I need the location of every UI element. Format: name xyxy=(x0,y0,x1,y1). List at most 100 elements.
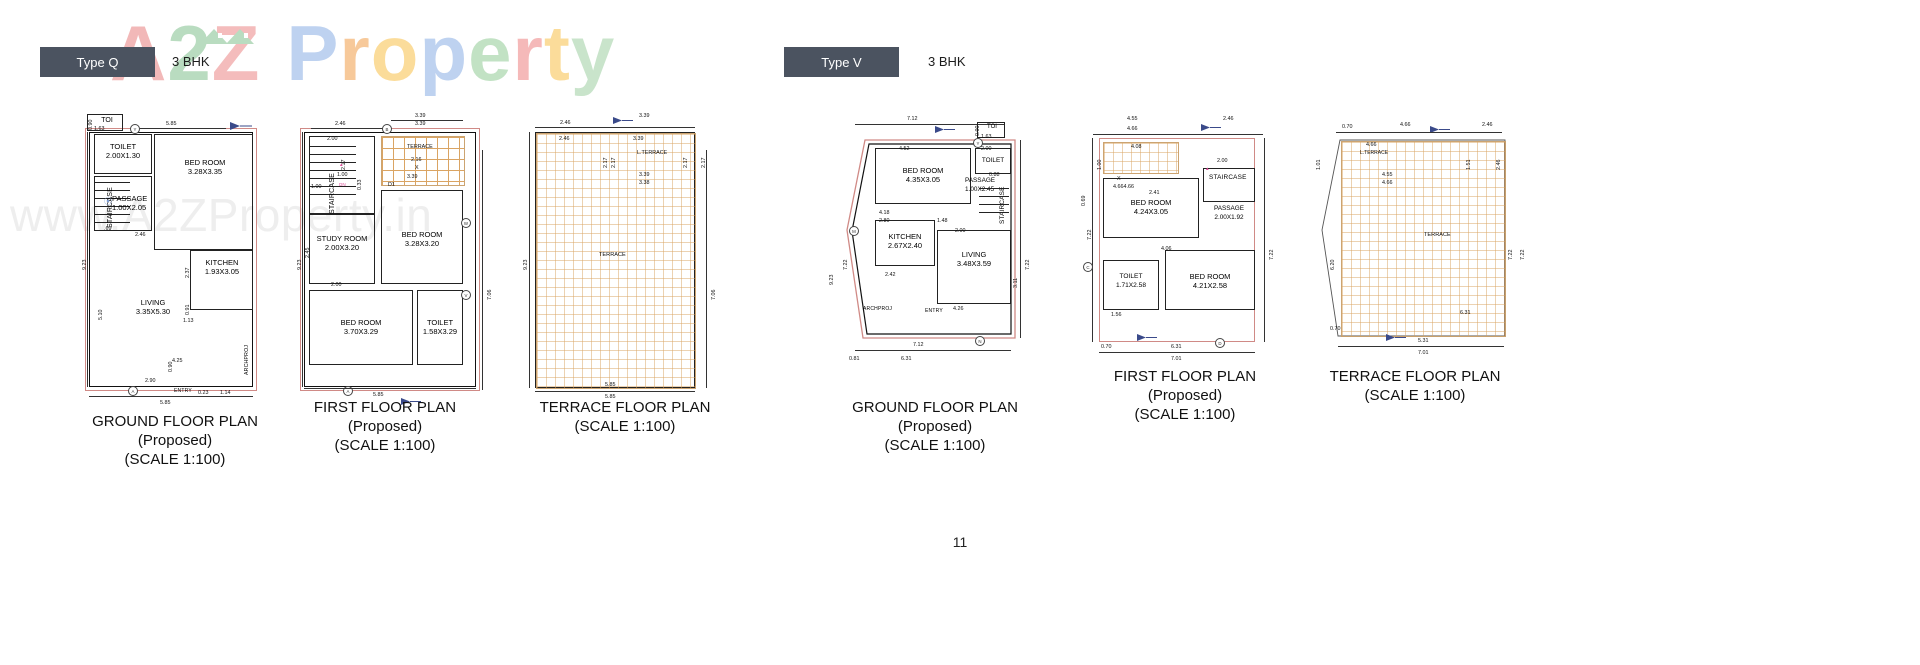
north-arrow-icon xyxy=(1137,334,1157,341)
site-boundary xyxy=(1099,138,1255,342)
brand-letter-r2: r xyxy=(512,9,544,97)
dim-d1: D1 xyxy=(388,182,395,188)
caption-q-first-sub: (Proposed) xyxy=(347,418,423,435)
dim-4-66: 4.66 xyxy=(1400,122,1411,128)
room-toi-label: TOI xyxy=(987,124,997,130)
dim-1-00: 1.00 xyxy=(1097,159,1103,171)
caption-v-first-title: FIRST FLOOR PLAN xyxy=(1113,368,1257,385)
dim-3-39-m: 3.39 xyxy=(639,172,650,178)
dim-2-42: 2.42 xyxy=(885,272,896,278)
dim-7-22-b: 7.22 xyxy=(1520,249,1526,261)
dim-2-16: 2.16 xyxy=(411,157,422,163)
room-toilet: TOILET 2.00X1.30 xyxy=(105,142,141,160)
room-study-box xyxy=(309,214,375,284)
grid-circle-a: A xyxy=(128,386,138,396)
dim-1-00-l: 1.00 xyxy=(311,184,322,190)
brand-letter-y: y xyxy=(570,9,616,97)
room-bedroom-top-box xyxy=(1103,178,1199,238)
room-living: LIVING 3.48X3.59 xyxy=(956,250,992,268)
dim-3-39-a: 3.39 xyxy=(415,113,426,119)
plan-v-terrace: 0.70 4.66 2.46 4.66 L.TERRACE 1.51 2.46 … xyxy=(1300,110,1530,395)
dim-4-66-b: 4.66 xyxy=(1382,180,1393,186)
room-kitchen-box xyxy=(875,220,935,266)
grid-circle-d: D xyxy=(1215,338,1225,348)
type-tab-v-label: Type V xyxy=(821,54,862,70)
page-number: 11 xyxy=(952,534,968,550)
site-boundary-irregular xyxy=(846,139,1016,339)
caption-q-terrace-title: TERRACE FLOOR PLAN xyxy=(539,399,711,416)
room-bedroom-box xyxy=(875,148,971,204)
caption-v-ground-title: GROUND FLOOR PLAN xyxy=(852,399,1018,416)
brand-letter-z: Z xyxy=(211,9,261,97)
dim-7-06: 7.06 xyxy=(487,289,493,301)
dim-5-85-inner: 5.85 xyxy=(605,382,616,388)
type-tab-v[interactable]: Type V xyxy=(784,47,899,77)
dim-5-85: 5.85 xyxy=(373,392,384,398)
north-arrow-icon xyxy=(1386,334,1406,341)
caption-v-terrace-title: TERRACE FLOOR PLAN xyxy=(1329,368,1501,385)
dim-4-66: 4.66 xyxy=(1127,126,1138,132)
staircase-label: STAIRCASE xyxy=(329,173,336,214)
dim-2-00-bot: 2.00 xyxy=(331,282,342,288)
room-bedroom-right-box xyxy=(381,190,463,284)
dim-1-51: 1.51 xyxy=(1466,159,1472,171)
dim-2-46-inner: 2.46 xyxy=(559,136,570,142)
dim-6-20: 6.20 xyxy=(1330,259,1336,271)
dim-7-06-a: 7.06 xyxy=(711,289,717,301)
archproj-label: ARCHPROJ xyxy=(863,306,893,312)
plan-v-first: 4.55 4.66 2.46 4.08 1.00 BED ROOM 4.24X3… xyxy=(1075,110,1290,395)
dim-2-46-r: 2.46 xyxy=(1496,159,1502,171)
dim-0-88: 0.88 xyxy=(989,172,1000,178)
dim-2-46: 2.46 xyxy=(335,121,346,127)
dim-4-06: 4.06 xyxy=(1161,246,1172,252)
bhk-label-v: 3 BHK xyxy=(928,54,966,69)
dim-9-23: 9.23 xyxy=(829,274,835,286)
room-toilet-box xyxy=(975,148,1011,174)
dim-7-12-top: 7.12 xyxy=(907,116,918,122)
caption-q-ground-sub: (Proposed) xyxy=(137,432,213,449)
room-bedroom-bottom: BED ROOM 4.21X2.58 xyxy=(1189,272,1231,290)
dim-7-22-r: 7.22 xyxy=(1269,249,1275,261)
staircase-box xyxy=(309,136,375,214)
bhk-label-q: 3 BHK xyxy=(172,54,210,69)
room-bedroom: BED ROOM 4.35X3.05 xyxy=(902,166,944,184)
plan-q-first: 2.46 3.39 3.39 B 2.00 STAIRCASE 2.17 1.0… xyxy=(295,110,495,405)
terrace-grid xyxy=(381,136,465,186)
stair-up-marker: ▲ xyxy=(339,162,344,167)
staircase-box xyxy=(1203,168,1255,202)
dim-2-17-b: 2.17 xyxy=(611,157,617,169)
room-bedroom-top: BED ROOM 4.24X3.05 xyxy=(1130,198,1172,216)
brand-letter-t: t xyxy=(543,9,571,97)
dim-4-25: 2.90 xyxy=(145,378,156,384)
grid-circle-n: N xyxy=(975,336,985,346)
north-arrow-icon xyxy=(401,398,421,405)
stair-up-marker: ▲ xyxy=(1205,166,1210,171)
plan-v-ground: 7.12 TOI 1.63 0.90 BED ROOM 4.35X3.05 4.… xyxy=(825,110,1045,395)
dim-2-00: 2.00 xyxy=(981,146,992,152)
room-bedroom-right: BED ROOM 3.28X3.20 xyxy=(401,230,443,248)
dim-1-63: 1.63 xyxy=(94,126,105,132)
room-passage: PASSAGE 1.00X2.45 xyxy=(965,177,996,193)
dim-7-22-l: 7.22 xyxy=(843,259,849,271)
type-tab-q[interactable]: Type Q xyxy=(40,47,155,77)
dim-3-38-m: 3.38 xyxy=(639,180,650,186)
dim-4-52: 4.52 xyxy=(899,146,910,152)
room-toilet-box xyxy=(94,134,152,174)
staircase-label: STAIRCASE xyxy=(1209,174,1247,181)
dim-4-08: 4.08 xyxy=(1131,144,1142,150)
toi-projection xyxy=(87,114,123,131)
l-terrace-label: L.TERRACE xyxy=(637,150,668,156)
stair-dn-marker: DN xyxy=(339,182,346,187)
staircase-label: STAIRCASE xyxy=(999,186,1006,224)
grid-circle-m: M xyxy=(849,226,859,236)
entry-label: ENTRY xyxy=(925,308,943,314)
room-bedroom-bottom-box xyxy=(1165,250,1255,310)
dim-0-81: 0.81 xyxy=(849,356,860,362)
passage-box xyxy=(94,176,152,231)
dim-x: X xyxy=(1117,176,1121,182)
terrace-grid xyxy=(536,133,696,389)
dim-0-33: 0.33 xyxy=(357,179,363,191)
dim-5-85-outer: 5.85 xyxy=(605,394,616,400)
dim-3-39-inner: 3.39 xyxy=(633,136,644,142)
